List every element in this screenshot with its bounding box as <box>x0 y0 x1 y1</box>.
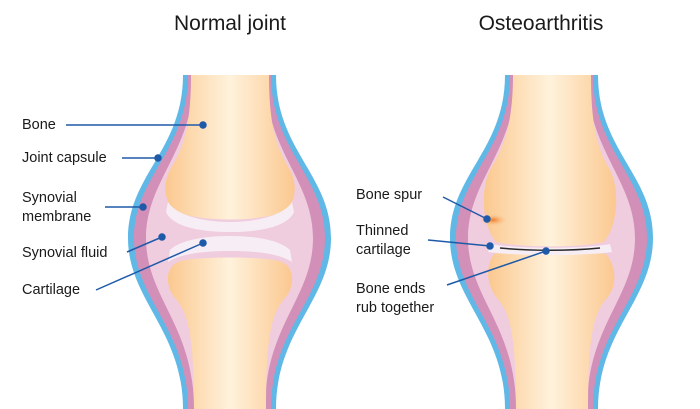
lower-cartilage <box>168 236 292 262</box>
thinned-cartilage <box>488 244 612 255</box>
upper-bone <box>165 75 295 220</box>
upper-cartilage <box>166 202 294 232</box>
label-synovial-membrane-line1: Synovial <box>22 190 77 206</box>
label-thinned-cartilage-line2: cartilage <box>356 242 411 258</box>
label-bone-ends-line2: rub together <box>356 300 435 316</box>
label-bone-ends-line1: Bone ends <box>356 281 426 297</box>
normal-pointers <box>66 121 207 291</box>
label-synovial-fluid: Synovial fluid <box>22 245 108 261</box>
lower-bone <box>167 257 293 409</box>
oa-lower-bone <box>488 251 615 409</box>
cartilage-pointer <box>95 242 204 291</box>
normal-joint <box>66 75 331 409</box>
label-bone: Bone <box>22 117 56 133</box>
thinned-cartilage-pointer <box>427 239 491 247</box>
oa-upper-bone <box>483 75 617 247</box>
bone-ends-pointer <box>446 250 547 286</box>
normal-joint-title: Normal joint <box>173 12 287 35</box>
bone-spur-pointer <box>442 196 488 220</box>
bone-contact-line <box>499 247 601 251</box>
oa-joint <box>427 75 653 409</box>
label-thinned-cartilage-line1: Thinned <box>356 223 409 239</box>
label-bone-spur: Bone spur <box>356 187 423 203</box>
oa-pointers <box>427 196 550 286</box>
label-joint-capsule: Joint capsule <box>22 150 107 166</box>
label-cartilage: Cartilage <box>22 282 81 298</box>
osteoarthritis-title: Osteoarthritis <box>478 12 604 35</box>
label-synovial-membrane-line2: membrane <box>22 209 92 225</box>
synovial-fluid-pointer <box>126 236 163 253</box>
bone-spur <box>479 214 507 226</box>
